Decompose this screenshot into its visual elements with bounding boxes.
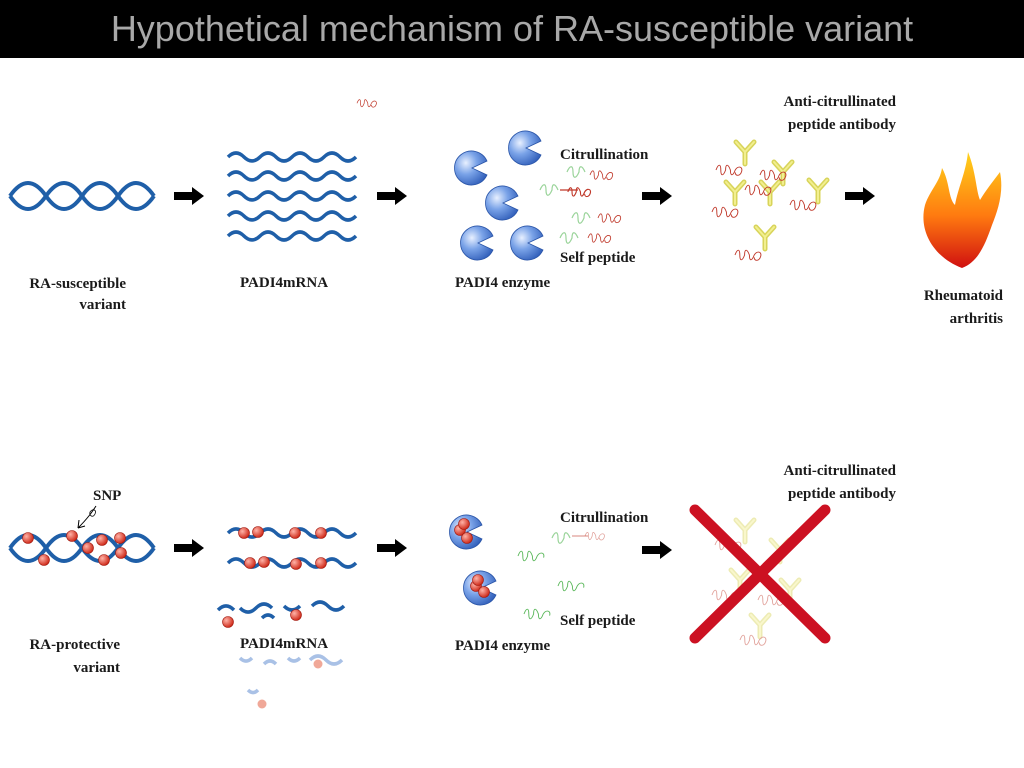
mrna-strands-bottom: [216, 526, 358, 709]
snp-pointer: [77, 505, 97, 529]
arrow-1-top: [174, 187, 204, 205]
arrow-4-top: [845, 187, 875, 205]
mrna-label-top: PADI4mRNA: [240, 275, 328, 291]
variant-label-bottom-2: variant: [73, 660, 120, 676]
dna-helix-protective: [8, 530, 156, 566]
arrow-1-bottom: [174, 539, 204, 557]
citrullination-label-top: Citrullination: [560, 147, 649, 163]
title-bar: Hypothetical mechanism of RA-susceptible…: [0, 0, 1024, 58]
arrow-3-top: [642, 187, 672, 205]
outcome-label-2: arthritis: [950, 311, 1003, 327]
blocked-cross-icon: [689, 504, 831, 644]
outcome-label: Rheumatoid: [924, 288, 1004, 304]
padi4-enzymes-top: [454, 130, 544, 261]
antibody-label-top: Anti-citrullinated: [784, 94, 897, 110]
variant-label-top-2: variant: [79, 297, 126, 313]
variant-label-top: RA-susceptible: [29, 276, 126, 292]
self-peptide-label-bottom: Self peptide: [560, 613, 636, 629]
mrna-label-bottom: PADI4mRNA: [240, 636, 328, 652]
padi4-enzymes-bottom: [449, 514, 497, 606]
inflammation-flame-icon: [923, 152, 1002, 268]
mrna-strands-top: [226, 151, 358, 242]
enzyme-label-bottom: PADI4 enzyme: [455, 638, 550, 654]
citrullination-label-bottom: Citrullination: [560, 510, 649, 526]
antibody-label-top-2: peptide antibody: [788, 117, 896, 133]
enzyme-label-top: PADI4 enzyme: [455, 275, 550, 291]
antibodies-top: [711, 142, 827, 261]
citrullination-peptides-top: [356, 99, 622, 244]
arrow-3-bottom: [642, 541, 672, 559]
antibody-label-bottom: Anti-citrullinated: [784, 463, 897, 479]
slide-title: Hypothetical mechanism of RA-susceptible…: [110, 8, 914, 49]
antibody-label-bottom-2: peptide antibody: [788, 486, 896, 502]
arrow-2-bottom: [377, 539, 407, 557]
self-peptides-bottom: [517, 532, 605, 620]
self-peptide-label-top: Self peptide: [560, 250, 636, 266]
snp-label: SNP: [93, 488, 121, 504]
variant-label-bottom: RA-protective: [29, 637, 120, 653]
arrow-2-top: [377, 187, 407, 205]
dna-helix-susceptible: [8, 181, 156, 211]
